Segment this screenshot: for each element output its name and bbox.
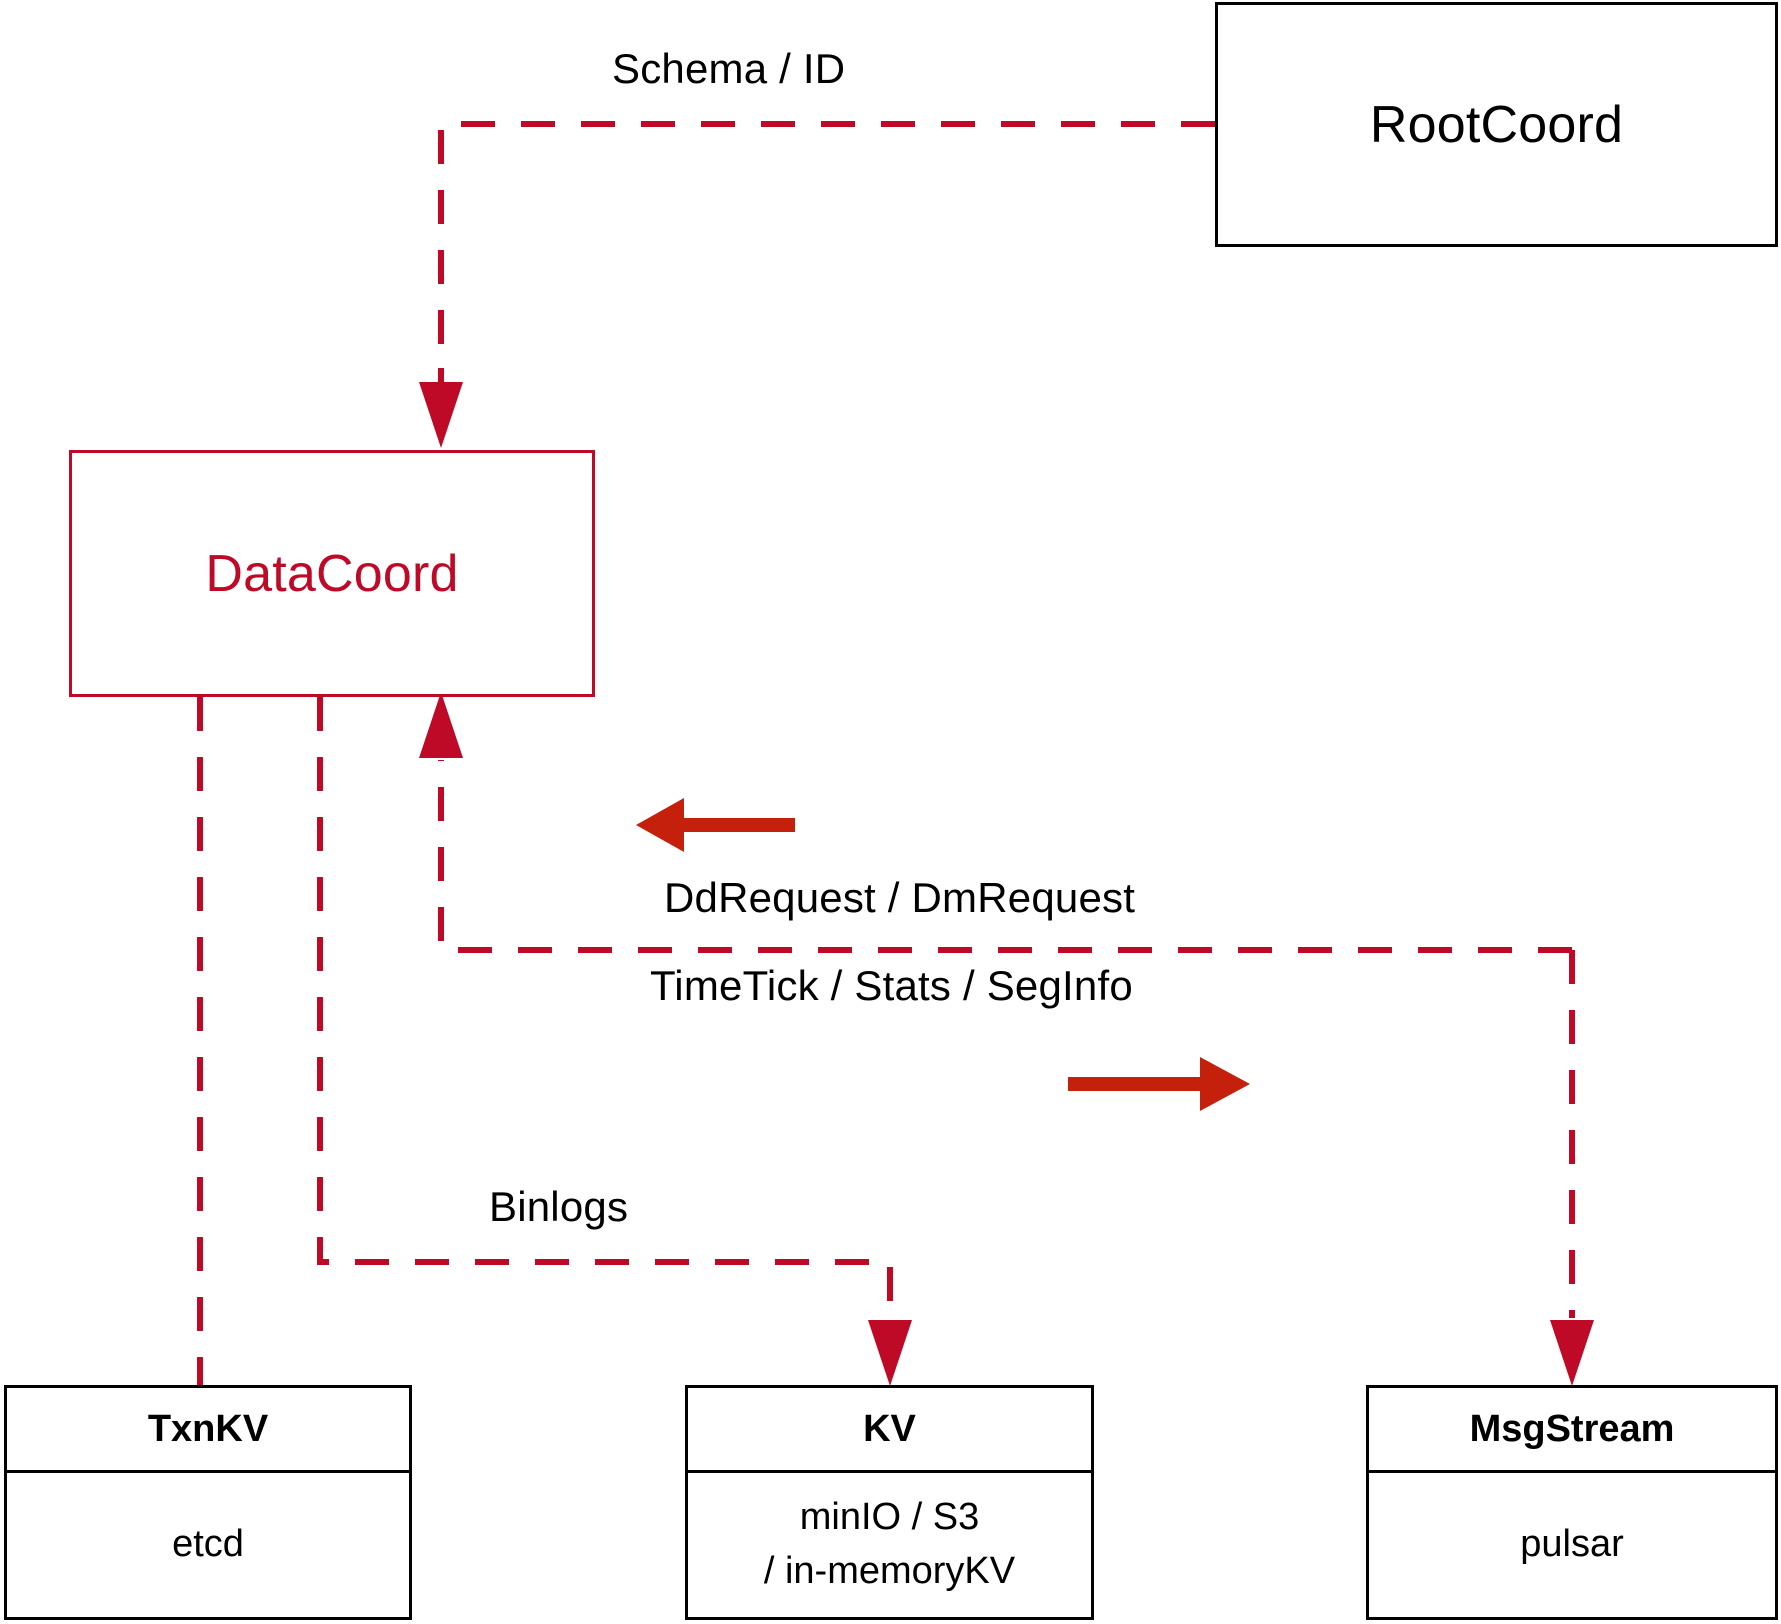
- edge-binlogs: [317, 697, 912, 1386]
- node-kv-body-line-2: / in-memoryKV: [763, 1550, 1016, 1592]
- node-datacoord[interactable]: DataCoord: [69, 450, 595, 697]
- node-txnkv-title: TxnKV: [7, 1388, 409, 1473]
- edge-timetick-stats-seginfo: [1550, 950, 1594, 1386]
- node-datacoord-title: DataCoord: [205, 544, 459, 603]
- edge-schema-id: [419, 121, 1215, 448]
- edge-label-dd-dm-request: DdRequest / DmRequest: [664, 874, 1136, 921]
- node-kv-title: KV: [688, 1388, 1091, 1473]
- node-kv[interactable]: KV minIO / S3 / in-memoryKV: [685, 1385, 1094, 1620]
- node-txnkv-body: etcd: [7, 1473, 409, 1617]
- node-txnkv[interactable]: TxnKV etcd: [4, 1385, 412, 1620]
- node-kv-body-line-1: minIO / S3: [799, 1496, 980, 1539]
- node-rootcoord-title: RootCoord: [1369, 95, 1624, 154]
- direction-arrow-inbound: [636, 798, 795, 852]
- node-msgstream[interactable]: MsgStream pulsar: [1366, 1385, 1778, 1620]
- node-msgstream-body: pulsar: [1369, 1473, 1775, 1617]
- node-kv-body: minIO / S3 / in-memoryKV: [688, 1473, 1091, 1617]
- edge-label-timetick-stats-seginfo: TimeTick / Stats / SegInfo: [650, 962, 1133, 1009]
- edge-ddrequest-dmrequest: [419, 692, 1572, 953]
- node-msgstream-title: MsgStream: [1369, 1388, 1775, 1473]
- edge-label-binlogs: Binlogs: [489, 1183, 629, 1230]
- node-msgstream-body-line-1: pulsar: [1520, 1523, 1624, 1566]
- node-rootcoord[interactable]: RootCoord: [1215, 2, 1778, 247]
- direction-arrow-outbound: [1068, 1057, 1250, 1111]
- node-txnkv-body-line-1: etcd: [172, 1523, 244, 1566]
- edge-label-schema-id: Schema / ID: [612, 45, 846, 92]
